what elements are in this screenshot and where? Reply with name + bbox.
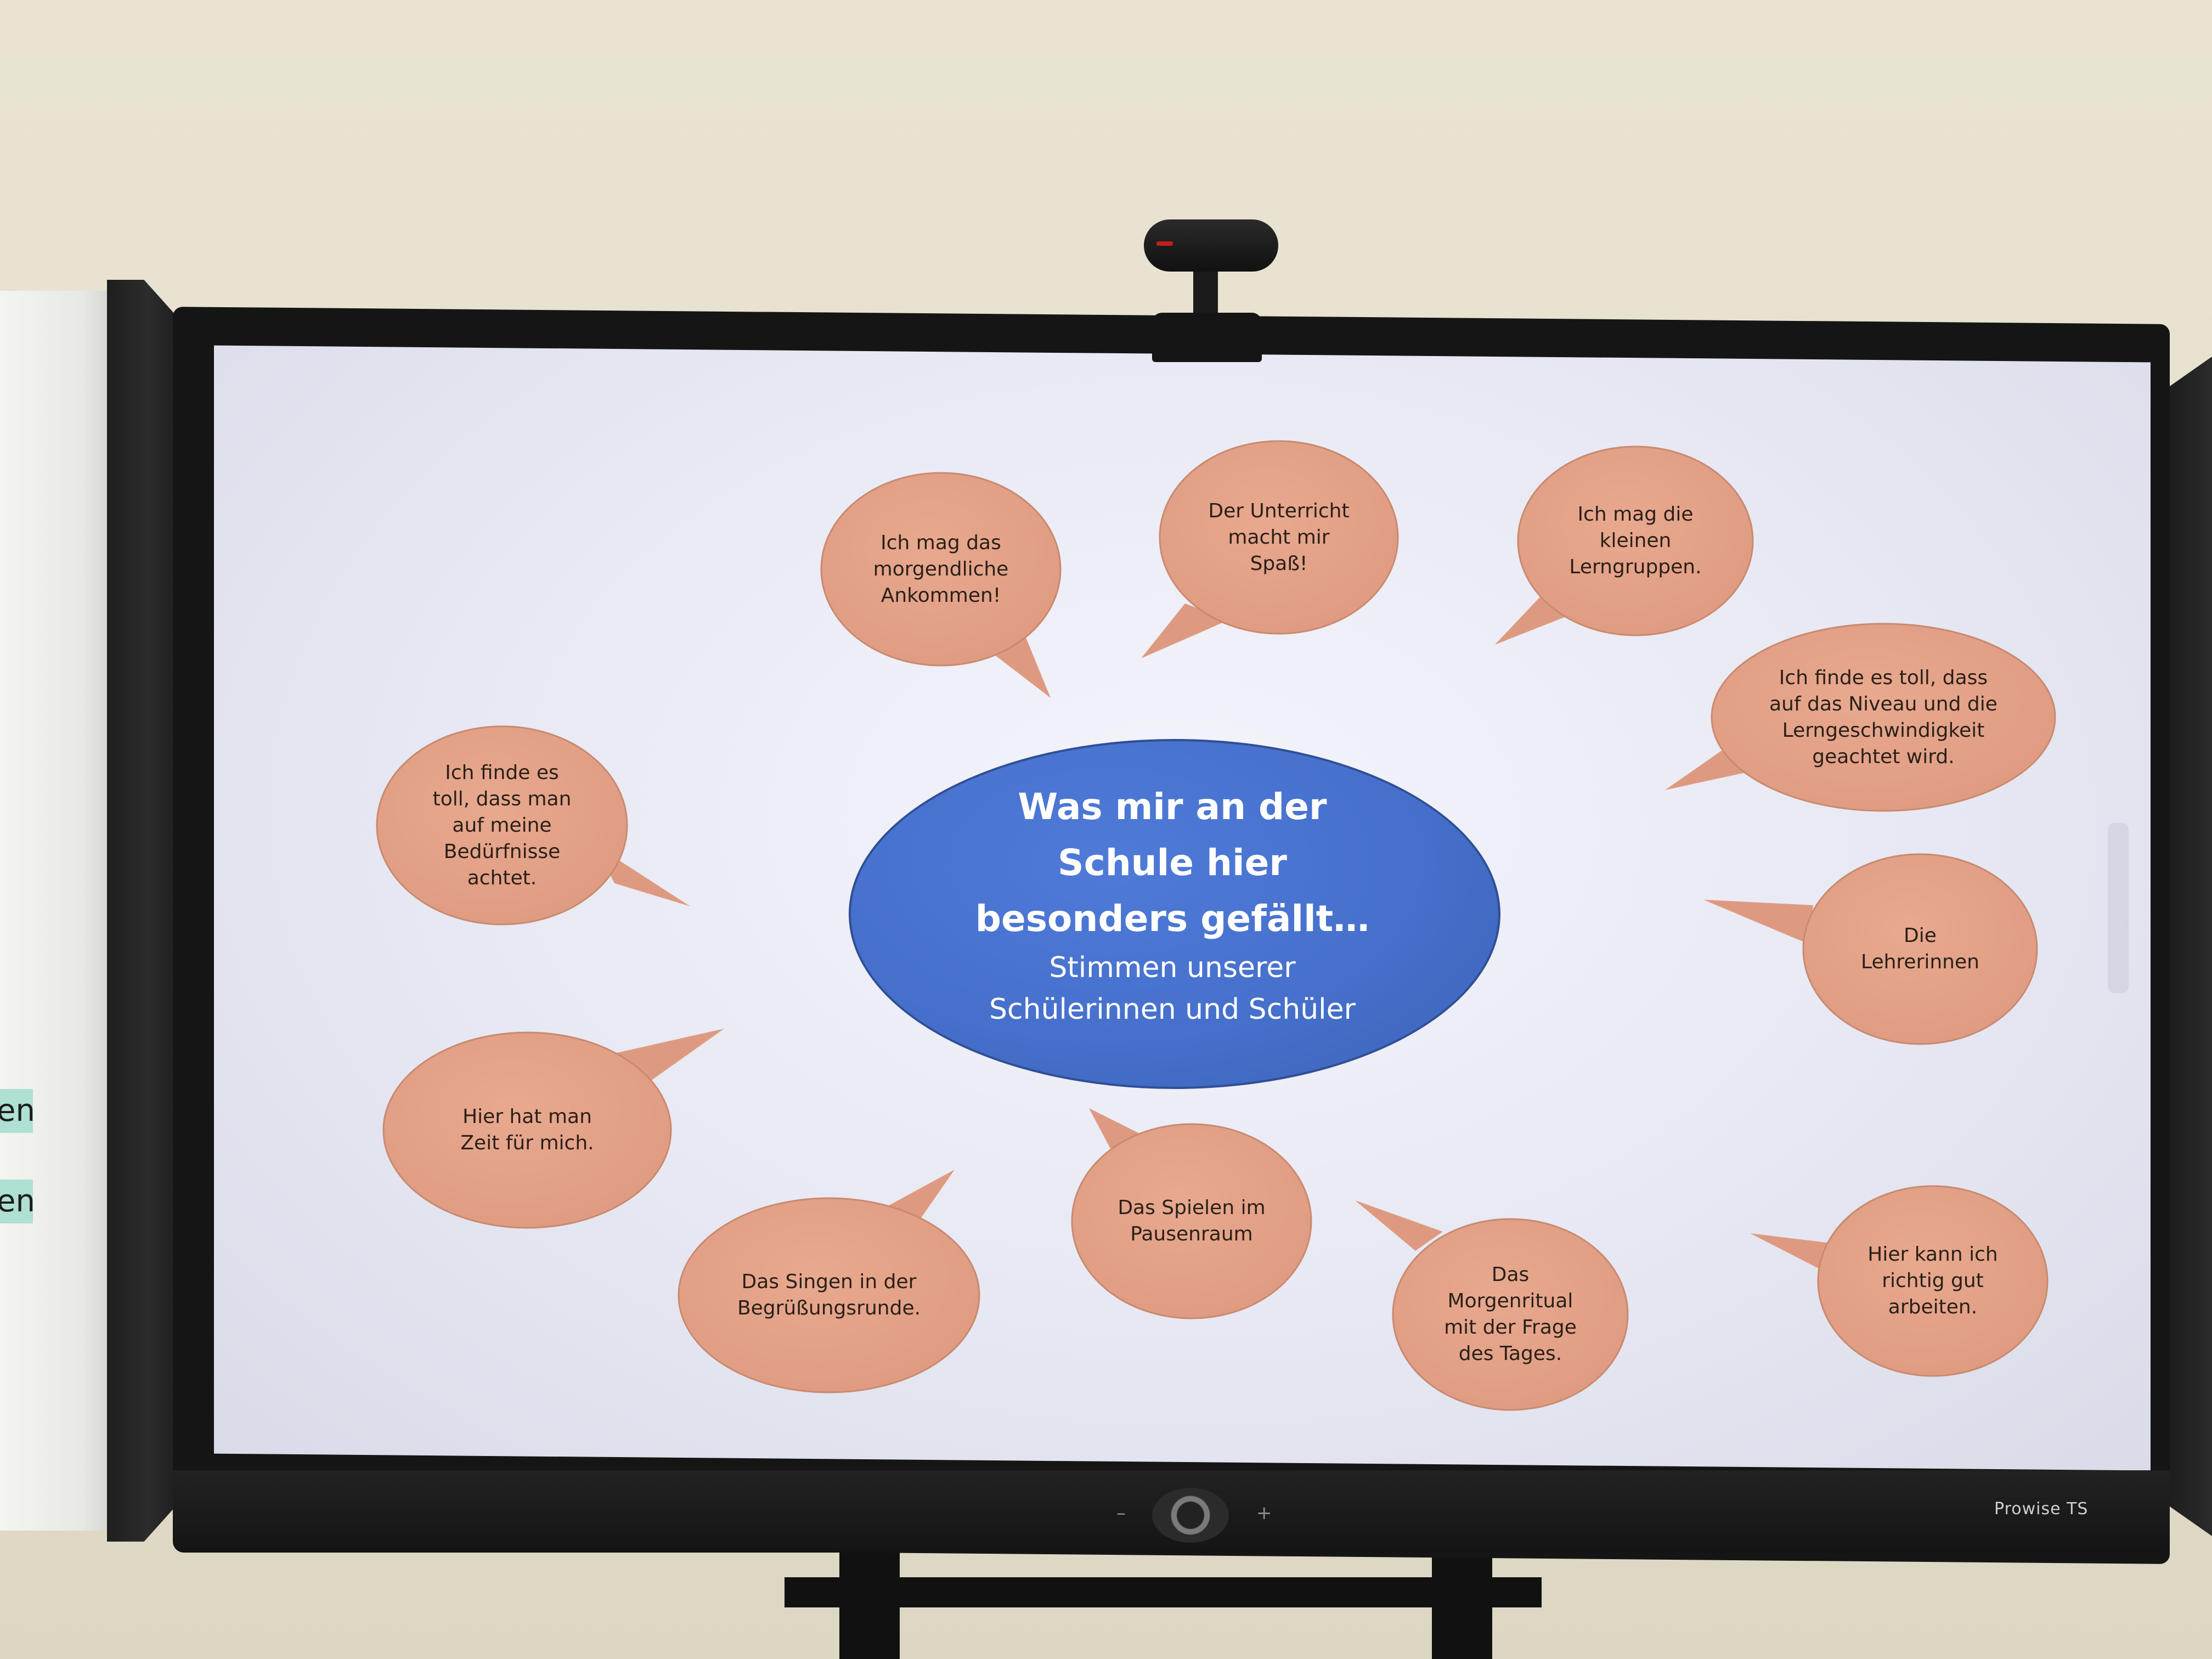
speech-bubble: Ich finde es toll, dass man auf meine Be… [376, 725, 690, 926]
speech-bubble-ellipse [1071, 1123, 1312, 1319]
speech-bubble: Das Singen in der Begrüßungsrunde. [678, 1170, 980, 1393]
brand-logo: Prowise TS [1994, 1499, 2089, 1519]
sticky-note-text: en [0, 1183, 33, 1219]
slide-title-block: Was mir an der Schule hier besonders gef… [849, 779, 1496, 1030]
speech-bubble-text: Das Singen in der Begrüßungsrunde. [737, 1271, 921, 1319]
speech-bubble-ellipse [678, 1197, 980, 1393]
slide-subtitle: Stimmen unserer Schülerinnen und Schüler [989, 951, 1356, 1026]
speech-bubble-shape [1355, 1200, 1629, 1411]
speech-bubble-text: Der Unterricht macht mir Spaß! [1208, 499, 1350, 575]
sticky-note: en [0, 1180, 33, 1223]
speech-bubble-tail [1703, 900, 1813, 944]
speech-bubble-text: Ich finde es toll, dass man auf meine Be… [432, 761, 572, 889]
sticky-note: en [0, 1089, 33, 1133]
speech-bubble-ellipse [382, 1031, 672, 1229]
speech-bubble-text: Ich mag die kleinen Lerngruppen. [1569, 503, 1702, 578]
speech-bubble-ellipse [1517, 445, 1754, 636]
wing-hinge-right [2162, 357, 2212, 1536]
speech-bubble-text: Hier hat man Zeit für mich. [460, 1105, 594, 1154]
speech-bubble: Das Morgenritual mit der Frage des Tages… [1355, 1200, 1629, 1411]
speech-bubble-ellipse [1711, 623, 2056, 812]
speech-bubble: Ich mag die kleinen Lerngruppen. [1495, 445, 1754, 645]
speech-bubble-shape [1141, 440, 1399, 658]
volume-down-button[interactable]: – [1116, 1502, 1126, 1524]
speech-bubble-shape [376, 725, 690, 926]
speech-bubble-shape [678, 1170, 980, 1393]
title-ellipse [849, 739, 1500, 1089]
speech-bubble-text: Das Spielen im Pausenraum [1118, 1197, 1266, 1245]
webcam-led [1156, 241, 1173, 246]
whiteboard-wing-left [0, 291, 123, 1531]
speech-bubble-ellipse [1159, 440, 1399, 635]
speech-bubble: Der Unterricht macht mir Spaß! [1141, 440, 1399, 658]
speech-bubble-shape [1703, 853, 2038, 1045]
speech-bubble-text: Hier kann ich richtig gut arbeiten. [1867, 1243, 1998, 1318]
stand-crossbar [785, 1577, 1542, 1607]
speech-bubble-shape [1665, 623, 2056, 812]
speech-bubble-shape [382, 1029, 724, 1229]
speech-bubble-ellipse [1817, 1185, 2049, 1377]
speech-bubble-text: Ich mag das morgendliche Ankommen! [873, 531, 1009, 607]
speech-bubble: Hier kann ich richtig gut arbeiten. [1750, 1185, 2049, 1377]
speech-bubble-ellipse [820, 472, 1062, 667]
speech-bubble: Hier hat man Zeit für mich. [382, 1029, 724, 1229]
speech-bubble: Das Spielen im Pausenraum [1071, 1108, 1312, 1319]
speech-bubble-tail [1141, 603, 1229, 658]
speech-bubble: Ich finde es toll, dass auf das Niveau u… [1665, 623, 2056, 812]
home-button[interactable] [1152, 1488, 1229, 1543]
speech-bubble-tail [1750, 1233, 1832, 1276]
speech-bubble-ellipse [1392, 1218, 1629, 1411]
speech-bubble-ellipse [376, 725, 628, 926]
volume-up-button[interactable]: + [1256, 1502, 1272, 1524]
speech-bubble-shape [1495, 445, 1754, 645]
speech-bubble: Ich mag das morgendliche Ankommen! [820, 472, 1062, 698]
slide-title: Was mir an der Schule hier besonders gef… [975, 786, 1370, 940]
speech-bubble-shape [820, 472, 1062, 698]
speech-bubble-text: Das Morgenritual mit der Frage des Tages… [1444, 1263, 1577, 1365]
sticky-note-text: en [0, 1093, 33, 1128]
speech-bubble-tail [1355, 1200, 1443, 1251]
speech-bubble-ellipse [1802, 853, 2038, 1045]
webcam-arm [1193, 272, 1218, 318]
webcam-mount [1152, 313, 1262, 362]
speech-bubble-shape [1750, 1185, 2049, 1377]
speech-bubble: Die Lehrerinnen [1703, 853, 2038, 1045]
speech-bubble-text: Die Lehrerinnen [1861, 924, 1979, 973]
side-control-strip[interactable] [2108, 823, 2129, 993]
speech-bubble-shape [1071, 1108, 1312, 1319]
speech-bubble-text: Ich finde es toll, dass auf das Niveau u… [1769, 666, 1997, 768]
